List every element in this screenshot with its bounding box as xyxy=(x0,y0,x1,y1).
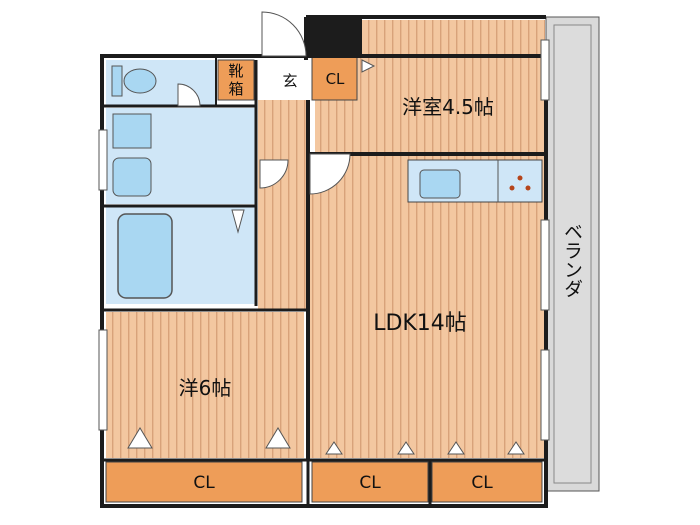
shoe-box-label-2: 箱 xyxy=(228,80,243,98)
closet-bottom-right xyxy=(431,461,543,503)
veranda-inner xyxy=(553,24,592,484)
shoe-box xyxy=(217,59,255,101)
door-swings xyxy=(177,11,376,234)
veranda-label: ベランダ xyxy=(561,222,583,298)
toilet-tank xyxy=(111,65,123,97)
entrance-label: 玄 xyxy=(282,72,297,90)
ldk-label: LDK14帖 xyxy=(373,311,467,336)
stove-burner xyxy=(525,185,531,191)
closet-bottom-mid-label: CL xyxy=(359,473,381,493)
windows xyxy=(98,39,550,441)
western-room-small-label: 洋室4.5帖 xyxy=(402,95,494,119)
entrance-floor xyxy=(258,60,308,100)
closet-top-label: CL xyxy=(326,70,345,88)
closet-bottom-left-label: CL xyxy=(193,473,215,493)
stove-burner xyxy=(517,175,523,181)
toilet-bowl xyxy=(123,68,157,94)
washbasin xyxy=(112,113,152,149)
shoe-box-label-1: 靴 xyxy=(228,62,243,80)
ldk-floor xyxy=(310,156,545,458)
bathtub xyxy=(117,213,173,299)
closet-bottom-mid xyxy=(311,461,429,503)
door-markers xyxy=(127,427,525,455)
hallway-floor xyxy=(258,100,306,310)
closet-bottom-right-label: CL xyxy=(471,473,493,493)
kitchen-sink xyxy=(419,169,461,199)
stove-burner xyxy=(509,185,515,191)
washing-machine xyxy=(112,157,152,197)
western-room-large-label: 洋6帖 xyxy=(179,376,232,400)
closet-bottom-left xyxy=(105,461,303,503)
